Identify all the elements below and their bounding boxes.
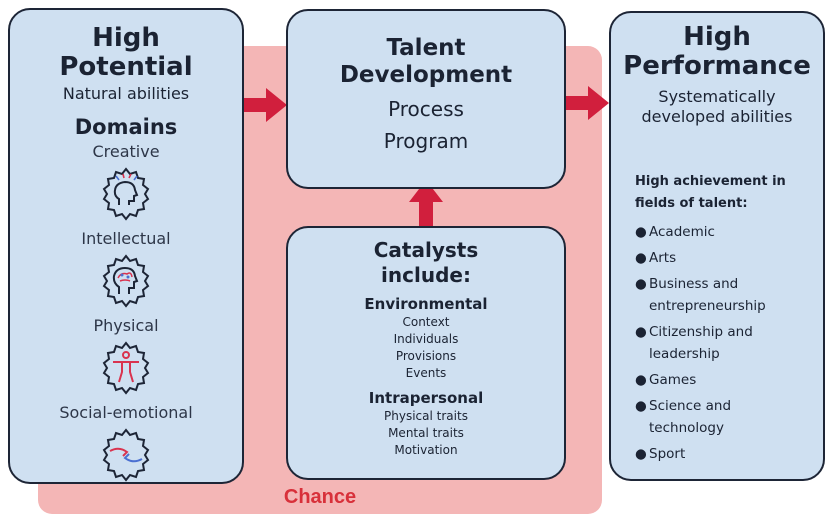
- high-performance-subtitle-line2: developed abilities: [641, 107, 793, 126]
- brain-head-gear-icon: [102, 254, 150, 308]
- list-item-text-continued: entrepreneurship: [649, 298, 766, 314]
- creative-head-gear-icon: [102, 167, 150, 221]
- program-label: Program: [383, 129, 469, 153]
- domain-intellectual: Intellectual: [81, 229, 171, 248]
- environmental-item: Context: [402, 315, 450, 329]
- intrapersonal-item: Motivation: [394, 443, 458, 457]
- list-item-text: Games: [649, 372, 697, 388]
- list-item: ● Games: [635, 369, 823, 391]
- bullet-icon: ●: [635, 398, 647, 414]
- bullet-icon: ●: [635, 324, 647, 340]
- catalysts-title-line2: include:: [381, 263, 471, 287]
- list-item: ● Citizenship and leadership: [635, 321, 823, 365]
- domains-heading: Domains: [74, 115, 178, 139]
- high-performance-box: High Performance Systematically develope…: [609, 11, 825, 481]
- list-item-text-continued: leadership: [649, 346, 720, 362]
- list-item-text: Science and: [649, 398, 732, 414]
- handshake-gear-icon: [102, 428, 150, 482]
- domain-creative: Creative: [92, 142, 160, 161]
- high-potential-subtitle: Natural abilities: [62, 84, 190, 103]
- high-potential-title-line1: High: [92, 23, 160, 53]
- bullet-icon: ●: [635, 276, 647, 292]
- list-item: ● Sport: [635, 443, 823, 465]
- process-label: Process: [388, 97, 464, 121]
- high-performance-subtitle-line1: Systematically: [658, 87, 776, 106]
- achievement-heading-line1: High achievement in: [635, 174, 786, 189]
- bullet-icon: ●: [635, 224, 647, 240]
- intrapersonal-item: Physical traits: [384, 409, 468, 423]
- intrapersonal-item: Mental traits: [388, 426, 464, 440]
- list-item: ● Business and entrepreneurship: [635, 273, 823, 317]
- bullet-icon: ●: [635, 446, 647, 462]
- arrow-development-to-performance: [566, 86, 609, 120]
- bullet-icon: ●: [635, 372, 647, 388]
- talent-development-title-line1: Talent: [386, 35, 466, 61]
- body-gear-icon: [102, 341, 150, 395]
- arrow-catalysts-to-development: [409, 180, 443, 228]
- environmental-heading: Environmental: [364, 295, 488, 313]
- domain-social-emotional: Social-emotional: [59, 403, 193, 422]
- talent-development-box: Talent Development Process Program: [286, 9, 566, 189]
- high-performance-title-line1: High: [683, 22, 751, 52]
- domain-physical: Physical: [93, 316, 159, 335]
- list-item: ● Academic: [635, 221, 823, 243]
- list-item-text-continued: technology: [649, 420, 724, 436]
- arrow-potential-to-development: [244, 88, 287, 122]
- environmental-item: Provisions: [395, 349, 457, 363]
- list-item-text: Business and: [649, 276, 739, 292]
- bullet-icon: ●: [635, 250, 647, 266]
- chance-label: Chance: [283, 486, 357, 508]
- list-item: ● Arts: [635, 247, 823, 269]
- list-item-text: Sport: [649, 446, 686, 462]
- environmental-item: Individuals: [393, 332, 459, 346]
- achievement-heading-line2: fields of talent:: [635, 196, 748, 211]
- list-item-text: Academic: [649, 224, 715, 240]
- high-potential-title-line2: Potential: [59, 52, 193, 82]
- environmental-item: Events: [405, 366, 447, 380]
- high-performance-title-line2: Performance: [623, 51, 811, 81]
- list-item: ● Science and technology: [635, 395, 823, 439]
- high-potential-box: High Potential Natural abilities Domains…: [8, 8, 244, 484]
- catalysts-title-line1: Catalysts: [373, 238, 479, 262]
- talent-development-title-line2: Development: [339, 62, 513, 88]
- list-item-text: Arts: [649, 250, 677, 266]
- catalysts-box: Catalysts include: Environmental Context…: [286, 226, 566, 480]
- intrapersonal-heading: Intrapersonal: [368, 389, 484, 407]
- list-item-text: Citizenship and: [649, 324, 753, 340]
